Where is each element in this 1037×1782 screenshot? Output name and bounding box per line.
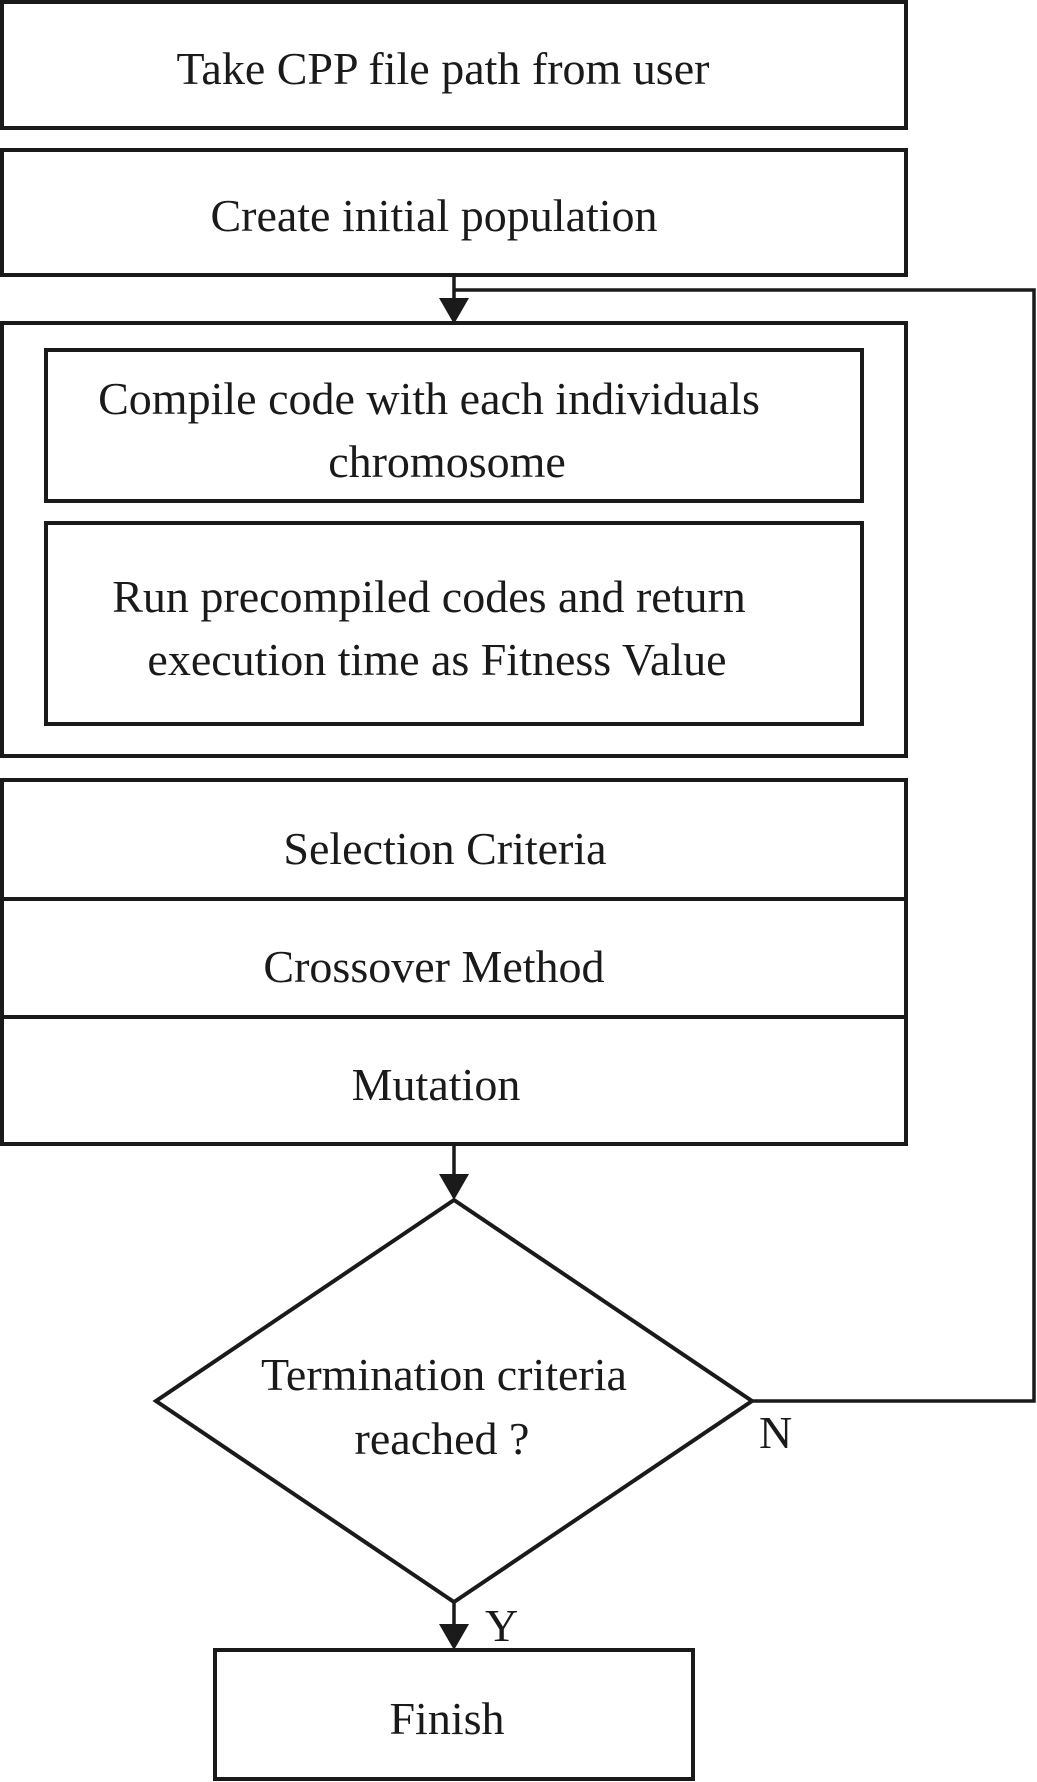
- termination-decision: Termination criteria reached ?: [152, 1197, 756, 1605]
- create-population-box: [0, 148, 908, 277]
- mutation-label: Mutation: [352, 1059, 521, 1110]
- run-box: [44, 521, 864, 726]
- yes-branch-label: Y: [485, 1600, 518, 1651]
- crossover-label: Crossover Method: [263, 941, 604, 992]
- selection-box: [0, 778, 908, 901]
- crossover-box: [0, 897, 908, 1019]
- finish-box: [213, 1648, 695, 1781]
- genetic-operators-group: Selection Criteria Crossover Method Muta…: [0, 778, 908, 1146]
- run-label-line1: Run precompiled codes and return: [112, 571, 746, 622]
- create-population-label: Create initial population: [210, 190, 657, 241]
- take-path-label: Take CPP file path from user: [177, 43, 710, 94]
- finish-step: Finish: [213, 1648, 695, 1781]
- arrowhead-decision: [439, 1174, 469, 1200]
- create-population-step: Create initial population: [0, 148, 908, 277]
- arrowhead-finish: [439, 1624, 469, 1650]
- mutation-box: [0, 1015, 908, 1146]
- decision-label-line1: Termination criteria: [261, 1349, 627, 1400]
- decision-label-line2: reached ?: [355, 1413, 530, 1464]
- evaluation-group: Compile code with each individuals chrom…: [0, 321, 908, 758]
- compile-label-line2: chromosome: [328, 436, 566, 487]
- loop-back-connector: [454, 288, 1036, 1403]
- take-path-step: Take CPP file path from user: [0, 0, 908, 130]
- run-label-line2: execution time as Fitness Value: [147, 634, 726, 685]
- compile-box: [44, 348, 864, 503]
- take-path-box: [0, 0, 908, 130]
- decision-diamond: [152, 1197, 756, 1605]
- selection-label: Selection Criteria: [283, 823, 606, 874]
- compile-label-line1: Compile code with each individuals: [98, 373, 760, 424]
- no-branch-label: N: [759, 1407, 792, 1458]
- finish-label: Finish: [389, 1693, 504, 1744]
- arrowhead-evaluation: [439, 298, 469, 324]
